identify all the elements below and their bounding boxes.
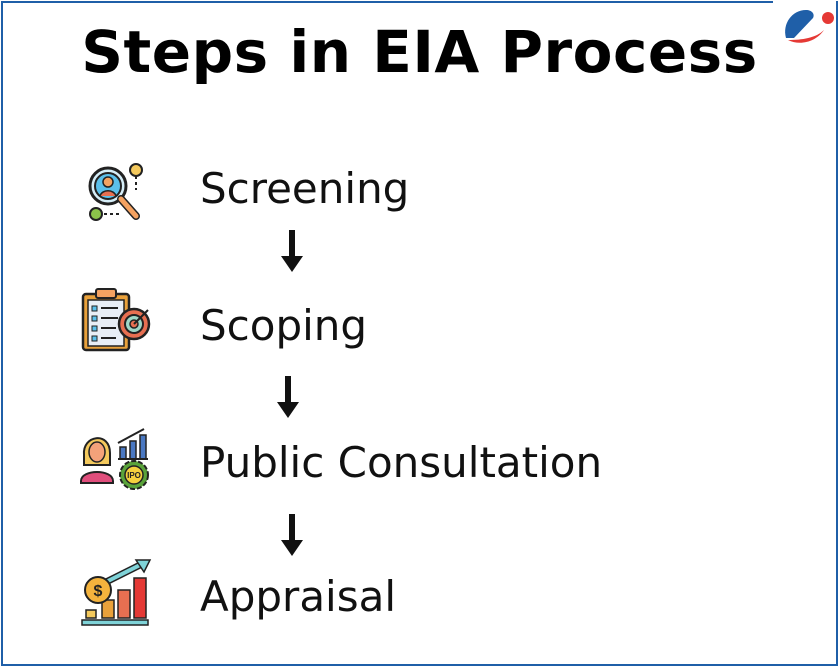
down-arrow-icon — [281, 230, 303, 272]
border-top — [1, 1, 773, 3]
down-arrow-icon — [281, 514, 303, 556]
svg-text:$: $ — [94, 583, 103, 600]
clipboard-target-icon — [81, 288, 151, 352]
step-scoping: Scoping — [200, 301, 368, 350]
step-public-consultation: Public Consultation — [200, 438, 603, 487]
step-screening: Screening — [200, 164, 410, 213]
brand-logo-icon — [785, 10, 834, 43]
down-arrow-icon — [277, 376, 299, 418]
magnifier-people-icon — [88, 163, 143, 221]
step-appraisal: Appraisal — [200, 572, 397, 621]
page-title: Steps in EIA Process — [81, 18, 758, 86]
coin-growth-chart-icon: $ — [81, 559, 152, 626]
ipo-label: IPO — [127, 471, 141, 480]
person-ipo-icon: IPO — [80, 428, 149, 490]
